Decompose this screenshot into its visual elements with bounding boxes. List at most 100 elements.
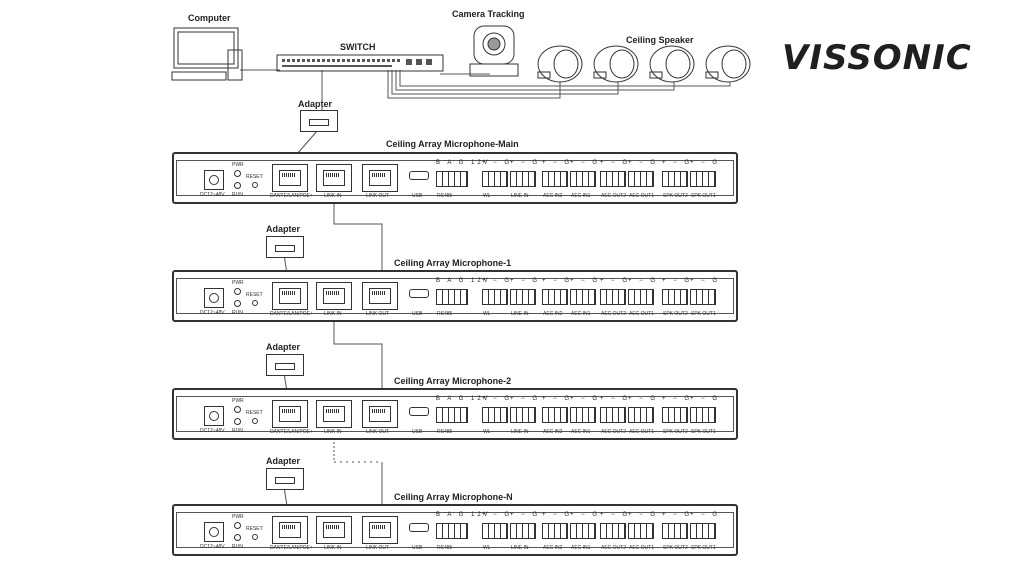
brand-logo: VISSONIC (782, 38, 972, 78)
adapter-icon-2 (266, 354, 304, 376)
link-in-label: LINK IN (324, 193, 342, 199)
wire-switch-speaker2 (391, 70, 619, 95)
terminal-block (628, 289, 654, 305)
dante-label: DANTE/LAN/POE+ (270, 311, 313, 317)
terminal-pin-labels: B A G 12V (436, 396, 491, 402)
terminal-label: SPK OUT2 (663, 193, 688, 199)
terminal-label: WL (483, 311, 491, 317)
terminal-pin-labels: + − G (628, 160, 659, 166)
speaker-label: Ceiling Speaker (626, 35, 694, 45)
terminal-pin-labels: + − G (482, 396, 513, 402)
reset-button (252, 182, 258, 188)
terminal-pin-labels: + − G (510, 160, 541, 166)
usb-label: USB (412, 193, 423, 199)
terminal-pin-labels: + − G (510, 396, 541, 402)
link-out-port (362, 400, 398, 428)
unit-face (176, 160, 734, 196)
camera-label: Camera Tracking (452, 9, 525, 19)
reset-button (252, 418, 258, 424)
terminal-block (482, 407, 508, 423)
mic-unit-1: DC12~48V PWR RUN RESET DANTE/LAN/POE+ LI… (172, 270, 738, 322)
terminal-label: AEC IN1 (571, 193, 591, 199)
usb-label: USB (412, 311, 423, 317)
camera-icon (469, 25, 519, 77)
dante-port (272, 282, 308, 310)
terminal-label: SPK OUT1 (691, 429, 716, 435)
terminal-block (662, 523, 688, 539)
link-out-port (362, 282, 398, 310)
usb-port (409, 171, 429, 180)
terminal-label: LINE IN (511, 193, 529, 199)
terminal-label: RS485 (437, 429, 453, 435)
mic-unit-2: DC12~48V PWR RUN RESET DANTE/LAN/POE+ LI… (172, 388, 738, 440)
dc-power-jack (204, 288, 224, 308)
unit-title-1: Ceiling Array Microphone-1 (394, 258, 512, 268)
link-in-port (316, 400, 352, 428)
terminal-pin-labels: + − G (570, 160, 601, 166)
terminal-block (628, 407, 654, 423)
pwr-led (234, 406, 241, 413)
terminal-block (600, 523, 626, 539)
terminal-block (436, 523, 468, 539)
pwr-label: PWR (232, 162, 244, 168)
pwr-led (234, 522, 241, 529)
terminal-pin-labels: + − G (600, 396, 631, 402)
terminal-pin-labels: + − G (628, 278, 659, 284)
usb-label: USB (412, 429, 423, 435)
terminal-block (628, 171, 654, 187)
wire-link-main-1 (333, 190, 383, 283)
adapter-icon-n (266, 468, 304, 490)
terminal-pin-labels: + − G (628, 396, 659, 402)
usb-port (409, 407, 429, 416)
run-label: RUN (232, 310, 243, 316)
mic-unit-n: DC12~48V PWR RUN RESET DANTE/LAN/POE+ LI… (172, 504, 738, 556)
dante-port (272, 516, 308, 544)
terminal-block (662, 407, 688, 423)
terminal-label: AEC OUT1 (629, 429, 655, 435)
power-label: DC12~48V (200, 544, 225, 550)
terminal-block (542, 407, 568, 423)
speaker-icon-3 (649, 45, 695, 83)
switch-label: SWITCH (340, 42, 376, 52)
terminal-pin-labels: + − G (482, 278, 513, 284)
speaker-icon-4 (705, 45, 751, 83)
terminal-pin-labels: + − G (482, 512, 513, 518)
dante-label: DANTE/LAN/POE+ (270, 193, 313, 199)
terminal-label: AEC IN2 (543, 545, 563, 551)
terminal-block (542, 171, 568, 187)
terminal-label: AEC IN2 (543, 429, 563, 435)
terminal-pin-labels: + − G (662, 160, 693, 166)
terminal-block (662, 289, 688, 305)
terminal-label: AEC OUT2 (601, 311, 627, 317)
terminal-label: AEC OUT1 (629, 545, 655, 551)
wire-link-1-2 (333, 308, 383, 400)
pwr-led (234, 288, 241, 295)
adapter-label-1: Adapter (266, 224, 301, 234)
terminal-pin-labels: + − G (570, 396, 601, 402)
switch-icon (276, 54, 444, 72)
terminal-label: SPK OUT2 (663, 311, 688, 317)
terminal-block (600, 407, 626, 423)
adapter-icon-1 (266, 236, 304, 258)
terminal-pin-labels: + − G (570, 278, 601, 284)
terminal-label: SPK OUT2 (663, 429, 688, 435)
terminal-block (690, 407, 716, 423)
speaker-icon-1 (537, 45, 583, 83)
pwr-label: PWR (232, 398, 244, 404)
computer-label: Computer (188, 13, 231, 23)
power-label: DC12~48V (200, 310, 225, 316)
terminal-block (600, 171, 626, 187)
dante-port (272, 164, 308, 192)
terminal-pin-labels: + − G (662, 512, 693, 518)
adapter-label-n: Adapter (266, 456, 301, 466)
terminal-label: AEC OUT2 (601, 545, 627, 551)
terminal-label: RS485 (437, 545, 453, 551)
adapter-label-2: Adapter (266, 342, 301, 352)
terminal-block (482, 171, 508, 187)
terminal-label: AEC IN1 (571, 311, 591, 317)
unit-face (176, 278, 734, 314)
reset-label: RESET (246, 410, 263, 416)
link-out-port (362, 516, 398, 544)
run-led (234, 182, 241, 189)
